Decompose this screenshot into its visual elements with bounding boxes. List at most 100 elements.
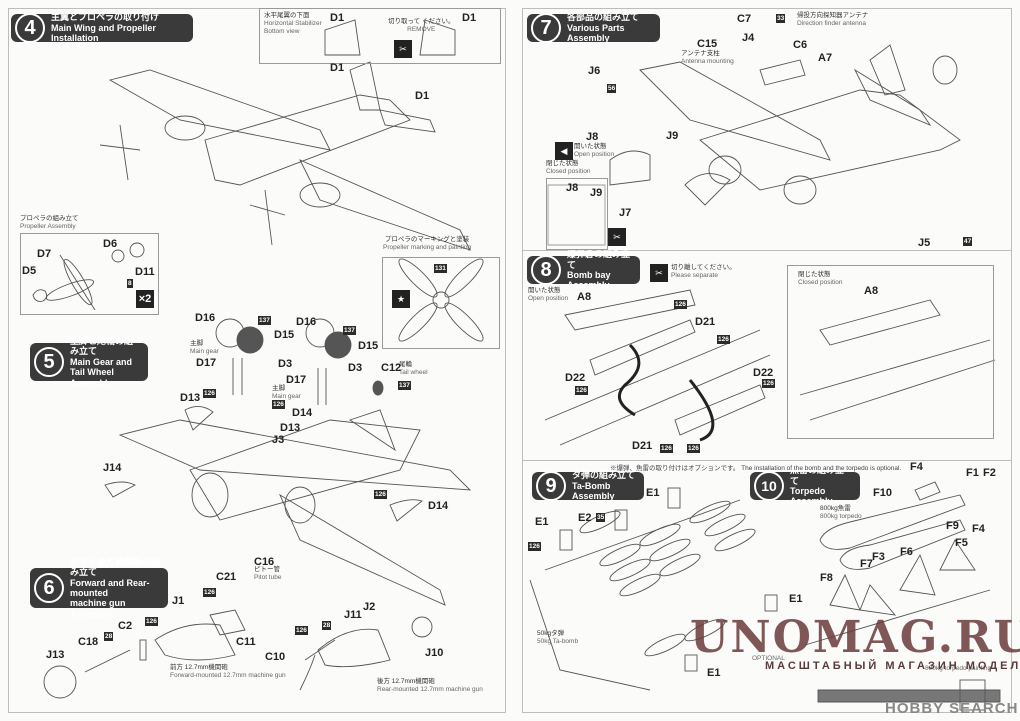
step-title-jp: 主脚と尾輪の組み立て: [70, 336, 134, 357]
machine-gun-drawing: [43, 609, 433, 699]
step-number: 9: [536, 471, 566, 501]
optional-caption: OPTIONAL: [752, 655, 785, 662]
propeller-marking-drawing: [398, 258, 484, 342]
part-label: F6: [900, 546, 913, 558]
part-label: D1: [462, 12, 477, 24]
part-label: D15: [274, 329, 295, 341]
paint-code-badge: 8: [127, 279, 133, 288]
part-label: A8: [864, 285, 879, 297]
part-label: J1: [172, 595, 185, 607]
part-label: D15: [358, 340, 379, 352]
part-label: J3: [272, 434, 285, 446]
part-label: F10: [873, 487, 892, 499]
part-label: F4: [972, 523, 985, 535]
star-marking-icon: ★: [392, 290, 410, 308]
part-label: D14: [292, 407, 313, 419]
paint-code-badge: 126: [145, 617, 158, 626]
paint-code-badge: 126: [272, 400, 285, 409]
divider: [8, 712, 506, 713]
step-title-en: Forward and Rear-mounted: [70, 577, 150, 598]
step-title-jp: 魚雷の組み立て: [790, 465, 845, 486]
paint-code-badge: 47: [963, 237, 973, 246]
step-title-jp: 各部品の組み立て: [567, 12, 640, 23]
part-label: J9: [666, 130, 679, 142]
part-label: C15: [697, 38, 718, 50]
step-number: 8: [531, 255, 561, 285]
part-label: D17: [286, 374, 307, 386]
part-label: J10: [425, 647, 444, 659]
part-label: F4: [910, 461, 923, 473]
paint-code-badge: 131: [434, 264, 447, 273]
paint-code-badge: 126: [687, 444, 700, 453]
step-number: 5: [34, 347, 64, 377]
watermark: UNOMAG.RU: [690, 612, 1020, 663]
part-label: D16: [296, 316, 317, 328]
paint-code-badge: 126: [762, 379, 775, 388]
step-number: 7: [531, 13, 561, 43]
paint-code-badge: 137: [398, 381, 411, 390]
step-number: 6: [34, 573, 64, 603]
paint-code-badge: 56: [607, 84, 617, 93]
part-label: E1: [707, 667, 721, 679]
aircraft-gear-drawing: [104, 318, 472, 606]
part-label: C12: [381, 362, 402, 374]
paint-code-badge: 126: [295, 626, 308, 635]
cut-icon: ✂: [650, 264, 668, 282]
remove-caption: 切り取って ください。REMOVE: [388, 18, 455, 34]
part-label: C18: [78, 636, 99, 648]
part-label: C21: [216, 571, 237, 583]
part-label: J8: [566, 182, 579, 194]
step-title-jp: 爆弾倉の組み立て: [567, 249, 631, 270]
propeller-marking-inset: [382, 257, 500, 349]
part-label: J13: [46, 649, 65, 661]
paint-code-badge: 28: [104, 632, 114, 641]
stabilizer-left-drawing: [324, 19, 361, 56]
divider: [522, 460, 1012, 461]
part-label: D22: [565, 372, 586, 384]
separate-caption: 切り離してください。Please separate: [671, 264, 736, 280]
part-label: C11: [236, 636, 256, 648]
part-label: F1: [966, 467, 979, 479]
part-label: J4: [742, 32, 755, 44]
part-label: D14: [428, 500, 449, 512]
paint-code-badge: 126: [674, 300, 687, 309]
torpedo-drawing: [804, 481, 1001, 711]
divider: [522, 712, 1012, 713]
part-label: A7: [818, 52, 833, 64]
bomb-bay-drawing: [544, 289, 996, 446]
part-label: D5: [22, 265, 37, 277]
step-title-en: Main Wing and Propeller Installation: [51, 22, 156, 44]
step-title-en: Main Gear and: [70, 356, 133, 367]
x2-badge: ×2: [136, 290, 154, 308]
step-number: 4: [15, 13, 45, 43]
part-label: F3: [872, 551, 885, 563]
divider: [1011, 8, 1012, 713]
step-title-en: Bomb bay Assembly: [567, 270, 611, 291]
aircraft-main-drawing: [99, 61, 471, 251]
paint-code-badge: 28: [322, 621, 332, 630]
part-label: D13: [280, 422, 301, 434]
cut-icon: ✂: [394, 40, 412, 58]
part-label: D21: [695, 316, 716, 328]
open-position-icon: ◀: [555, 142, 573, 160]
cut-icon: ✂: [608, 228, 626, 246]
part-label: J6: [588, 65, 601, 77]
paint-code-badge: 126: [660, 444, 673, 453]
